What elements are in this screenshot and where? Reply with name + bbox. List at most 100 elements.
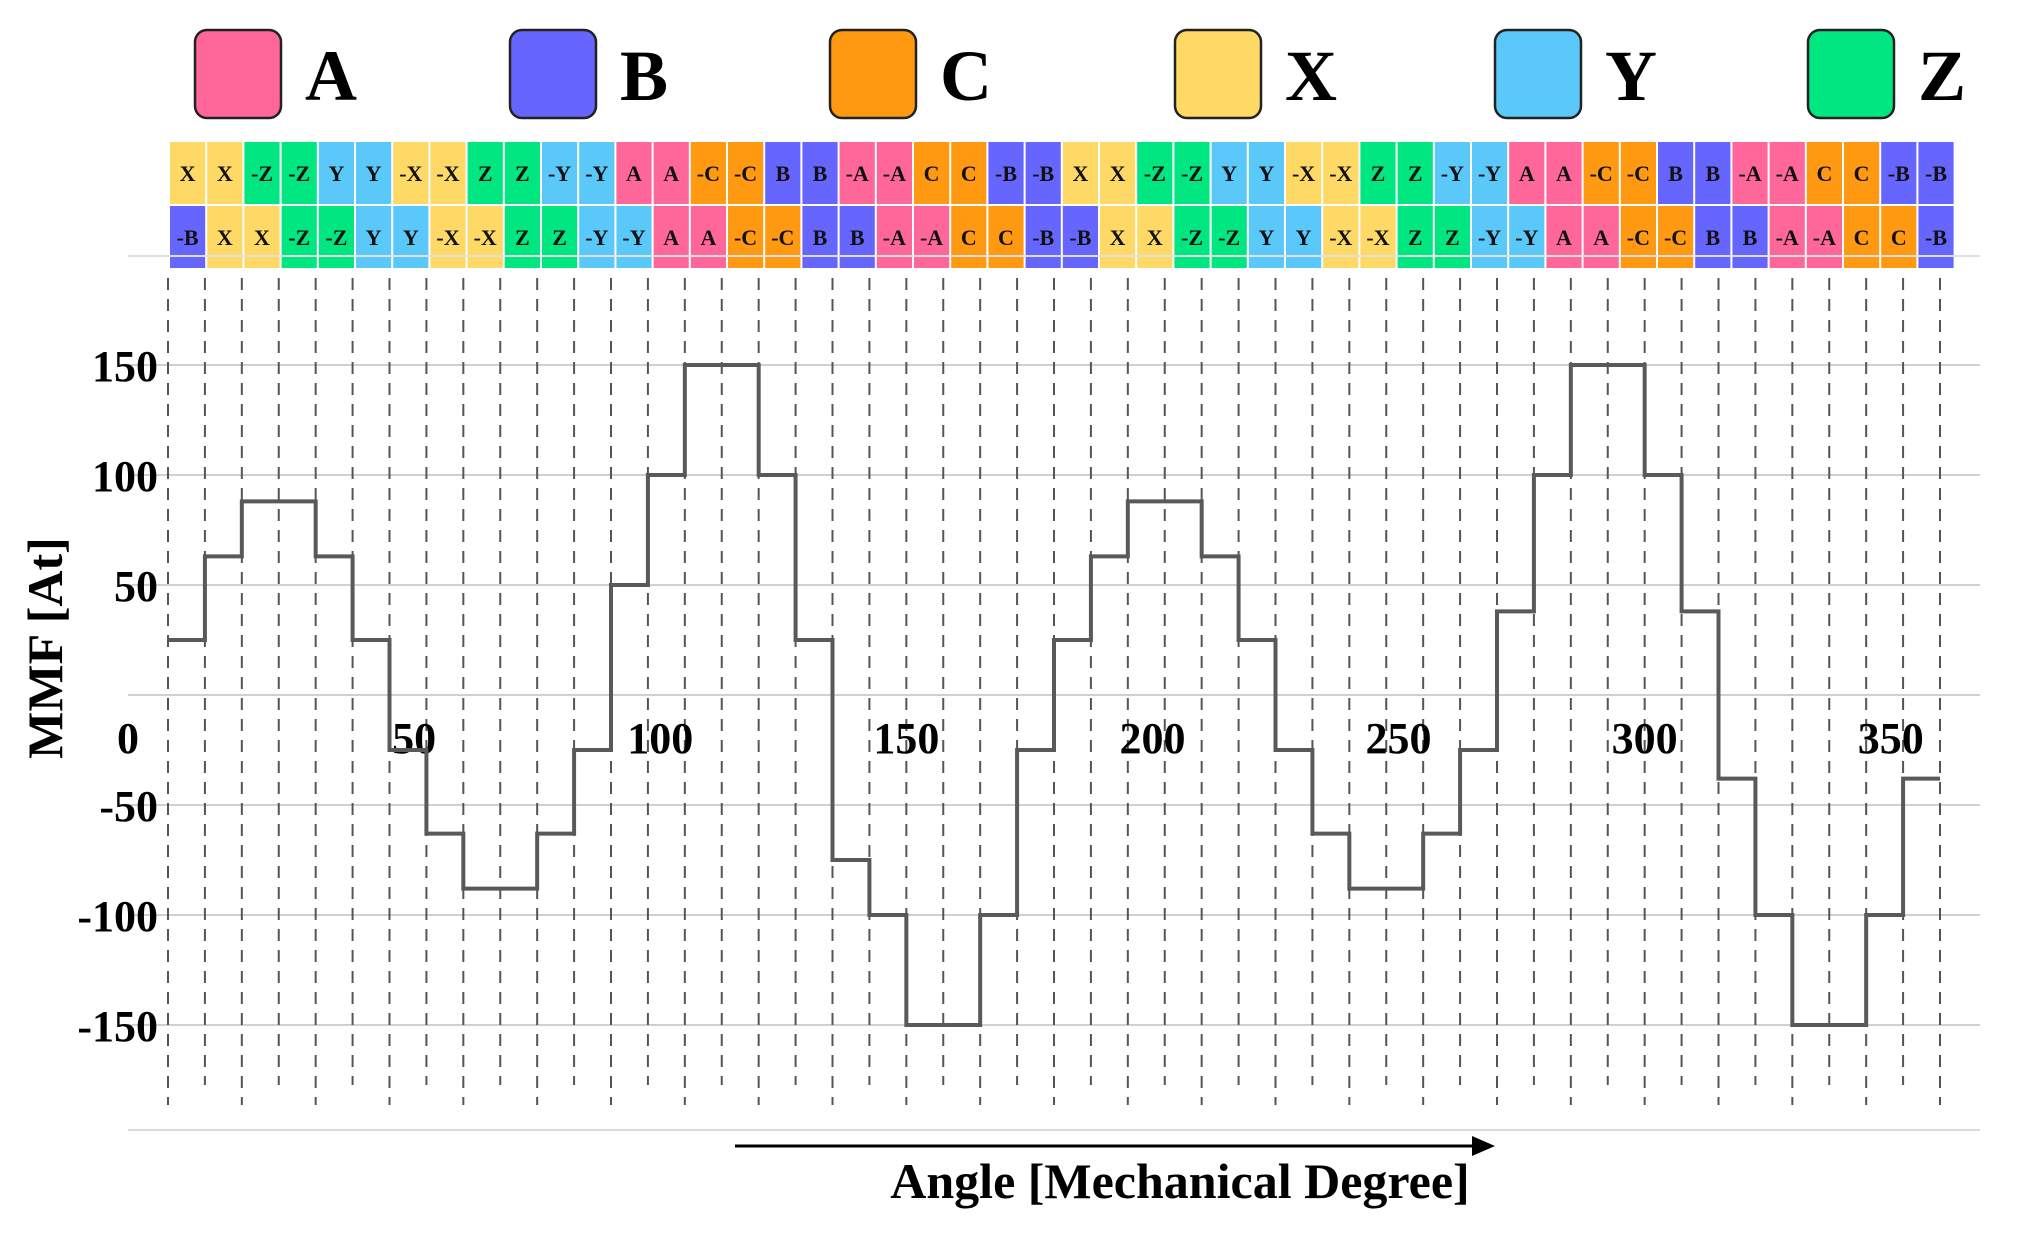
y-tick-label: 150 — [92, 342, 158, 391]
bottom-layer-slot-label: Y — [403, 225, 419, 250]
bottom-layer-slot-label: A — [663, 225, 679, 250]
top-layer-slot — [1025, 142, 1061, 204]
top-layer-slot-label: Y — [1221, 161, 1237, 186]
top-layer-slot — [728, 142, 764, 204]
bottom-layer-slot — [1100, 206, 1136, 268]
top-layer-slot — [914, 142, 950, 204]
bottom-layer-slot-label: -B — [1069, 225, 1091, 250]
bottom-layer-slot-label: C — [1854, 225, 1870, 250]
top-layer-slot-label: -B — [1032, 161, 1054, 186]
top-layer-slot-label: -B — [1888, 161, 1910, 186]
top-layer-slot-label: C — [1816, 161, 1832, 186]
bottom-layer-slot-label: B — [1705, 225, 1720, 250]
top-layer-slot-label: A — [626, 161, 642, 186]
top-layer-slot — [1546, 142, 1582, 204]
bottom-layer-slot — [1546, 206, 1582, 268]
top-layer-slot — [1881, 142, 1917, 204]
top-layer-slot — [1509, 142, 1545, 204]
top-layer-slot-label: A — [663, 161, 679, 186]
bottom-layer-slot — [1769, 206, 1805, 268]
y-tick-label: 50 — [114, 562, 158, 611]
top-layer-slot — [207, 142, 243, 204]
bottom-layer-slot-label: -Y — [585, 225, 608, 250]
bottom-layer-slot-label: -X — [474, 225, 497, 250]
top-layer-slot — [356, 142, 392, 204]
top-layer-slot — [690, 142, 726, 204]
bottom-layer-slot — [1397, 206, 1433, 268]
top-layer-slot — [1062, 142, 1098, 204]
bottom-layer-slot-label: A — [1556, 225, 1572, 250]
bottom-layer-slot — [579, 206, 615, 268]
bottom-layer-slot — [318, 206, 354, 268]
top-layer-slot-label: Z — [1408, 161, 1423, 186]
legend-swatch-x — [1173, 28, 1263, 120]
top-layer-slot-label: Z — [515, 161, 530, 186]
bottom-layer-slot — [542, 206, 578, 268]
top-layer-slot-label: A — [1519, 161, 1535, 186]
top-layer-slot — [1806, 142, 1842, 204]
bottom-layer-slot — [281, 206, 317, 268]
bottom-layer-slot-label: -A — [1813, 225, 1836, 250]
bottom-layer-slot — [1881, 206, 1917, 268]
angle-arrow — [735, 1136, 1495, 1156]
top-layer-slot — [318, 142, 354, 204]
top-layer-slot — [839, 142, 875, 204]
bottom-layer-slot — [1472, 206, 1508, 268]
mmf-step-line — [168, 363, 1940, 1027]
x-tick-label: 0 — [117, 714, 139, 763]
top-layer-slot-label: X — [217, 161, 233, 186]
top-layer-slot — [876, 142, 912, 204]
bottom-layer-slot — [1174, 206, 1210, 268]
top-layer-slot-label: -Y — [1441, 161, 1464, 186]
top-layer-slot — [393, 142, 429, 204]
top-layer-slot-label: Z — [478, 161, 493, 186]
bottom-layer-slot-label: Y — [1258, 225, 1274, 250]
bottom-layer-slot-label: -B — [1032, 225, 1054, 250]
top-layer-slot — [467, 142, 503, 204]
bottom-layer-slot — [1695, 206, 1731, 268]
top-layer-slot — [1211, 142, 1247, 204]
bottom-layer-slot — [839, 206, 875, 268]
top-layer-slot-label: -Z — [288, 161, 310, 186]
x-axis-label: Angle [Mechanical Degree] — [890, 1153, 1469, 1209]
top-layer-slot-label: Y — [366, 161, 382, 186]
top-layer-slot — [1844, 142, 1880, 204]
bottom-layer-slot — [1844, 206, 1880, 268]
top-layer-slot-label: -X — [399, 161, 422, 186]
bottom-layer-slot-label: -A — [883, 225, 906, 250]
bottom-layer-slot — [653, 206, 689, 268]
x-tick-label: 100 — [627, 714, 693, 763]
top-layer-slot-label: -Y — [1478, 161, 1501, 186]
bottom-layer-slot-label: -A — [920, 225, 943, 250]
bottom-layer-slot-label: Z — [515, 225, 530, 250]
top-layer-slot — [1732, 142, 1768, 204]
bottom-layer-slot — [1620, 206, 1656, 268]
top-layer-slot-label: Y — [1258, 161, 1274, 186]
bottom-layer-slot — [1434, 206, 1470, 268]
bottom-layer-slot — [914, 206, 950, 268]
x-tick-label: 150 — [873, 714, 939, 763]
bottom-layer-slot-label: -B — [1925, 225, 1947, 250]
top-layer-slot — [951, 142, 987, 204]
bottom-layer-slot — [170, 206, 206, 268]
bottom-layer-slot-label: -X — [1329, 225, 1352, 250]
top-layer-slot — [1137, 142, 1173, 204]
top-layer-slot-label: -Z — [251, 161, 273, 186]
top-layer-slot-label: -A — [846, 161, 869, 186]
bottom-layer-slot-label: Z — [1445, 225, 1460, 250]
legend-label-a: A — [305, 36, 357, 116]
bottom-layer-slot-label: A — [1593, 225, 1609, 250]
top-layer-slot-label: Y — [328, 161, 344, 186]
top-layer-slot — [1323, 142, 1359, 204]
bottom-layer-slot — [1062, 206, 1098, 268]
top-layer-slot-label: -C — [697, 161, 720, 186]
bottom-layer-slot-label: -Y — [1478, 225, 1501, 250]
bottom-layer-slot — [393, 206, 429, 268]
top-layer-slot — [1695, 142, 1731, 204]
top-layer-slot-label: B — [1668, 161, 1683, 186]
top-layer-slot — [542, 142, 578, 204]
top-layer-slot — [1918, 142, 1954, 204]
